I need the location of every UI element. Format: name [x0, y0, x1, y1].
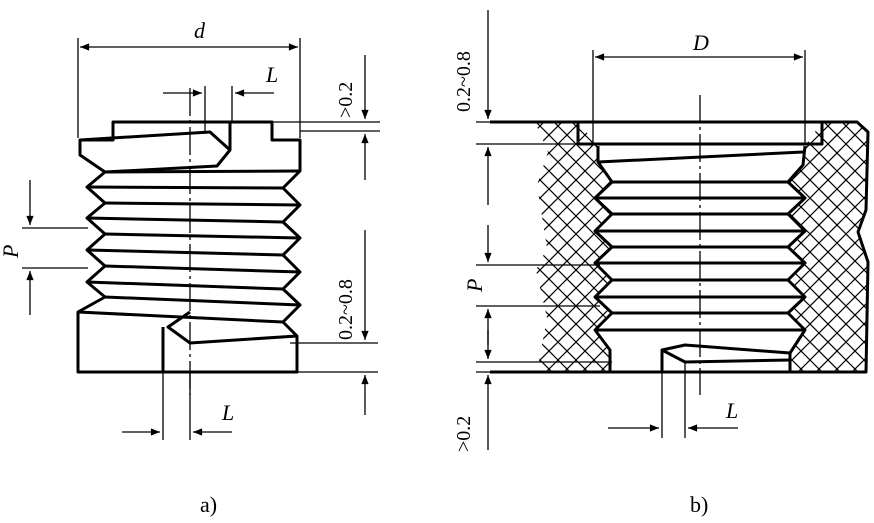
figure-b-label-gt02: >0.2: [453, 416, 475, 452]
figure-b-label-d: D: [692, 30, 709, 55]
figure-a-label-range: 0.2~0.8: [335, 279, 357, 340]
figure-b-caption: b): [690, 492, 708, 517]
figure-b-label-p: P: [462, 279, 487, 293]
figure-a-label-l-top: L: [265, 62, 278, 87]
figure-a-thread-end: [77, 310, 298, 345]
figure-b-label-range: 0.2~0.8: [453, 51, 475, 112]
figure-a-label-l-bottom: L: [221, 400, 234, 425]
figure-b-internal-thread: D 0.2~0.8 P >0.2 L b): [453, 10, 870, 517]
figure-a-external-thread: d L >0.2 P 0.2~0.8 L a): [0, 18, 380, 517]
figure-b-body-outline: [490, 120, 870, 374]
figure-a-thread-start: [79, 130, 232, 174]
figure-b-thread-flanks-left: [593, 146, 614, 372]
figure-a-label-gt02: >0.2: [335, 82, 357, 118]
figure-a-label-d: d: [194, 18, 206, 43]
figure-a-outline: [76, 120, 302, 374]
figure-b-thread-flanks-right: [786, 145, 807, 372]
figure-b-label-l: L: [725, 398, 738, 423]
figure-a-thread-crests: [86, 169, 301, 307]
figure-a-caption: a): [200, 492, 217, 517]
figure-a-label-p: P: [0, 245, 23, 259]
